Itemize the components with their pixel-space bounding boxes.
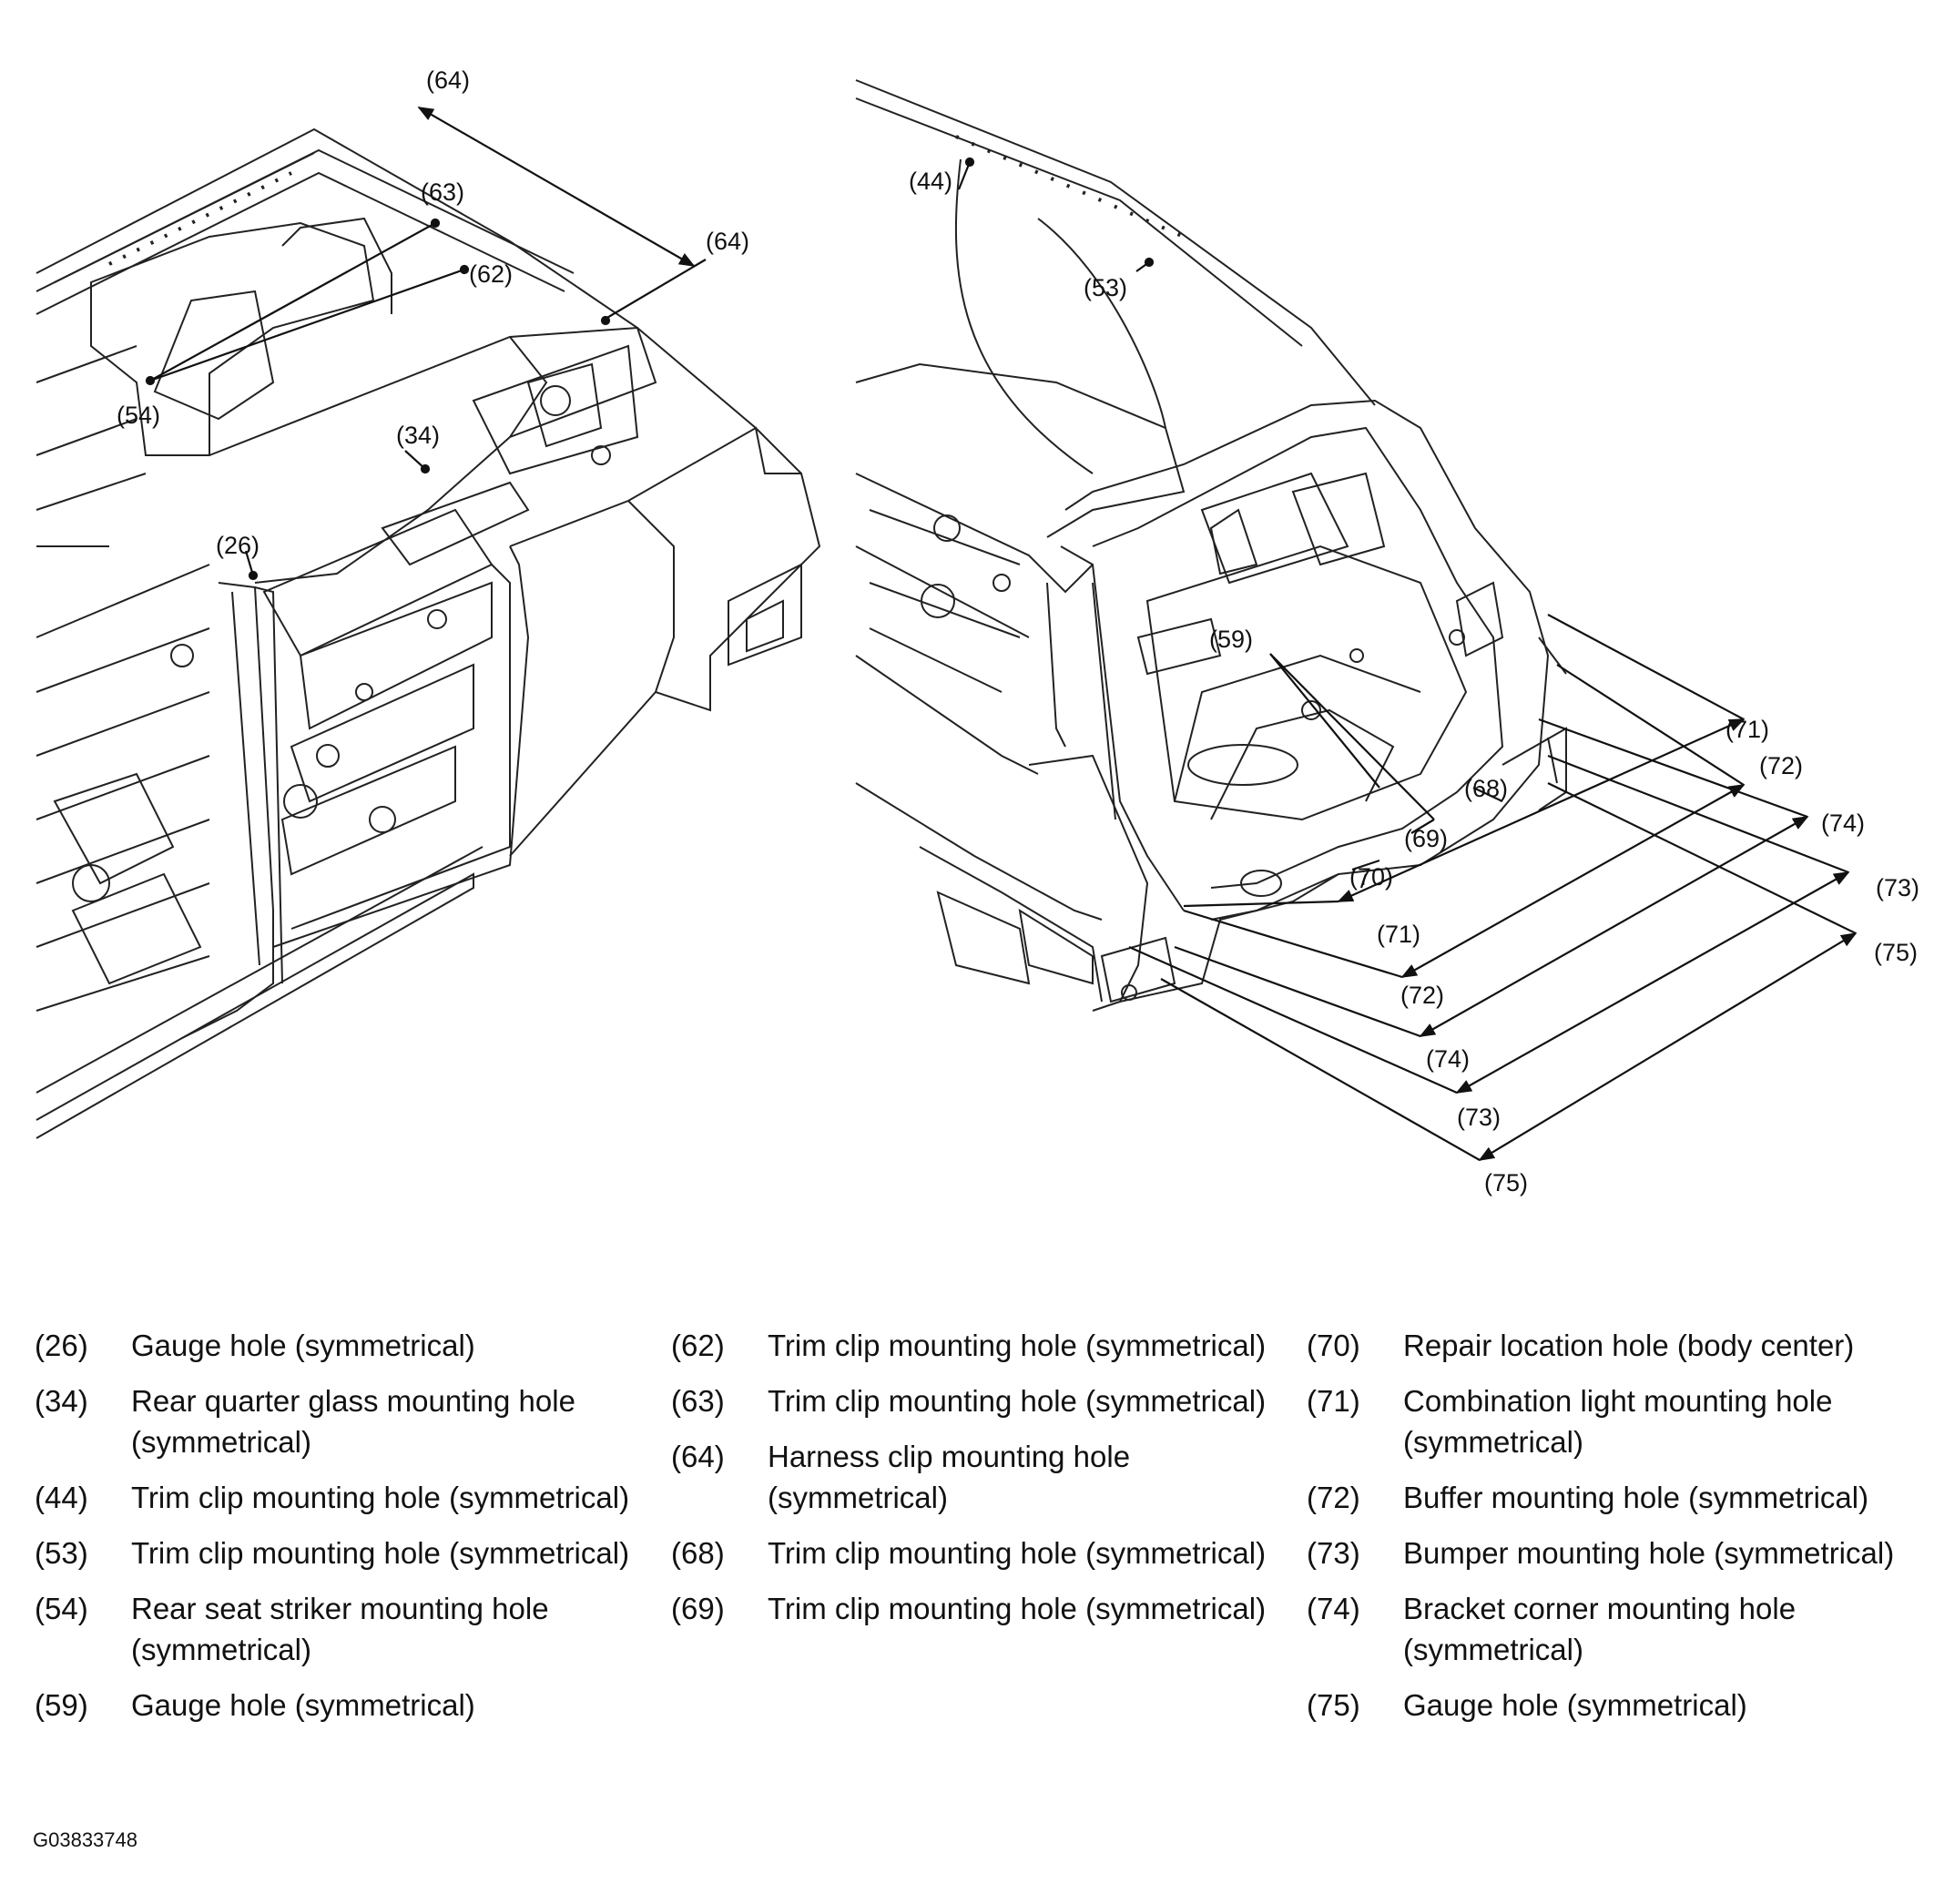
legend-number: (64) [671,1440,725,1473]
callout-72-bottom: (72) [1400,982,1444,1009]
legend-number: (34) [35,1384,88,1418]
legend-number: (63) [671,1384,725,1418]
legend-item: (71) Combination light mounting hole (sym… [1307,1380,1926,1462]
left-body-view [36,127,821,1139]
right-body-view [855,79,1567,1012]
legend-item: (69) Trim clip mounting hole (symmetrical… [671,1588,1272,1629]
legend-number: (70) [1307,1329,1360,1362]
legend-description: Trim clip mounting hole (symmetrical) [768,1384,1267,1418]
callout-73-right: (73) [1876,874,1919,901]
legend-item: (73) Bumper mounting hole (symmetrical) [1307,1532,1926,1573]
legend-description: Trim clip mounting hole (symmetrical) [768,1592,1267,1625]
legend-number: (53) [35,1536,88,1570]
legend-description: Trim clip mounting hole (symmetrical) [768,1329,1267,1362]
legend-item: (72) Buffer mounting hole (symmetrical) [1307,1477,1926,1518]
callout-74-bottom: (74) [1426,1045,1470,1073]
legend-number: (73) [1307,1536,1360,1570]
right-callout-leaders [957,157,1858,1161]
legend-number: (75) [1307,1688,1360,1722]
legend-description: Trim clip mounting hole (symmetrical) [131,1481,630,1514]
legend-description: Buffer mounting hole (symmetrical) [1403,1481,1869,1514]
legend-item: (62) Trim clip mounting hole (symmetrical… [671,1325,1272,1366]
legend-item: (59) Gauge hole (symmetrical) [35,1685,636,1726]
callout-69: (69) [1404,825,1448,852]
callout-63: (63) [421,178,464,206]
callout-70: (70) [1349,863,1393,891]
legend-number: (59) [35,1688,88,1722]
callout-75-bottom: (75) [1484,1169,1528,1196]
left-callout-leaders [145,107,707,581]
legend-item: (70) Repair location hole (body center) [1307,1325,1926,1366]
legend-description: Rear seat striker mounting hole (symmetr… [131,1592,549,1666]
legend-description: Rear quarter glass mounting hole (symmet… [131,1384,575,1459]
legend-description: Combination light mounting hole (symmetr… [1403,1384,1833,1459]
callout-75-right: (75) [1874,939,1918,966]
callout-44: (44) [909,168,952,195]
legend-number: (68) [671,1536,725,1570]
legend-number: (69) [671,1592,725,1625]
callout-59: (59) [1209,626,1253,653]
legend-item: (54) Rear seat striker mounting hole (sym… [35,1588,636,1670]
legend-description: Trim clip mounting hole (symmetrical) [768,1536,1267,1570]
legend-description: Harness clip mounting hole (symmetrical) [768,1440,1131,1514]
callout-74-right: (74) [1821,809,1865,837]
legend-description: Gauge hole (symmetrical) [1403,1688,1747,1722]
callout-34: (34) [396,422,440,449]
legend-number: (54) [35,1592,88,1625]
legend-number: (74) [1307,1592,1360,1625]
callout-71-bottom: (71) [1377,921,1420,948]
right-callout-labels: (44) (53) (59) (71) (72) (74) (73) (75) … [909,168,1919,1196]
legend-description: Trim clip mounting hole (symmetrical) [131,1536,630,1570]
legend-item: (26) Gauge hole (symmetrical) [35,1325,636,1366]
legend-number: (62) [671,1329,725,1362]
legend-item: (68) Trim clip mounting hole (symmetrical… [671,1532,1272,1573]
legend-item: (34) Rear quarter glass mounting hole (sy… [35,1380,636,1462]
callout-68: (68) [1464,775,1508,802]
callout-62: (62) [469,260,513,288]
legend-description: Bumper mounting hole (symmetrical) [1403,1536,1895,1570]
callout-64-right: (64) [706,228,749,255]
legend-description: Gauge hole (symmetrical) [131,1329,475,1362]
body-dimensions-diagram: (64) (63) (64) (62) (54) (34) (26) [36,66,1919,1196]
callout-54: (54) [117,402,160,429]
legend-item: (75) Gauge hole (symmetrical) [1307,1685,1926,1726]
callout-53: (53) [1084,274,1127,301]
legend-item: (44) Trim clip mounting hole (symmetrical… [35,1477,636,1518]
legend-number: (72) [1307,1481,1360,1514]
callout-72-right: (72) [1759,752,1803,779]
legend-description: Bracket corner mounting hole (symmetrica… [1403,1592,1797,1666]
legend-column-2: (62) Trim clip mounting hole (symmetrical… [671,1325,1272,1644]
callout-26: (26) [216,532,260,559]
legend-description: Repair location hole (body center) [1403,1329,1855,1362]
legend-item: (63) Trim clip mounting hole (symmetrical… [671,1380,1272,1421]
legend-number: (44) [35,1481,88,1514]
legend-column-3: (70) Repair location hole (body center) (… [1307,1325,1926,1740]
legend-item: (74) Bracket corner mounting hole (symmet… [1307,1588,1926,1670]
legend-column-1: (26) Gauge hole (symmetrical) (34) Rear qu… [35,1325,636,1740]
legend-item: (53) Trim clip mounting hole (symmetrical… [35,1532,636,1573]
callout-73-bottom: (73) [1457,1104,1501,1131]
legend-number: (26) [35,1329,88,1362]
left-callout-labels: (64) (63) (64) (62) (54) (34) (26) [117,66,749,559]
legend-item: (64) Harness clip mounting hole (symmetri… [671,1436,1272,1518]
callout-71-right: (71) [1725,716,1769,743]
figure-code: G03833748 [33,1828,137,1851]
legend-number: (71) [1307,1384,1360,1418]
legend-description: Gauge hole (symmetrical) [131,1688,475,1722]
callout-64-top: (64) [426,66,470,94]
